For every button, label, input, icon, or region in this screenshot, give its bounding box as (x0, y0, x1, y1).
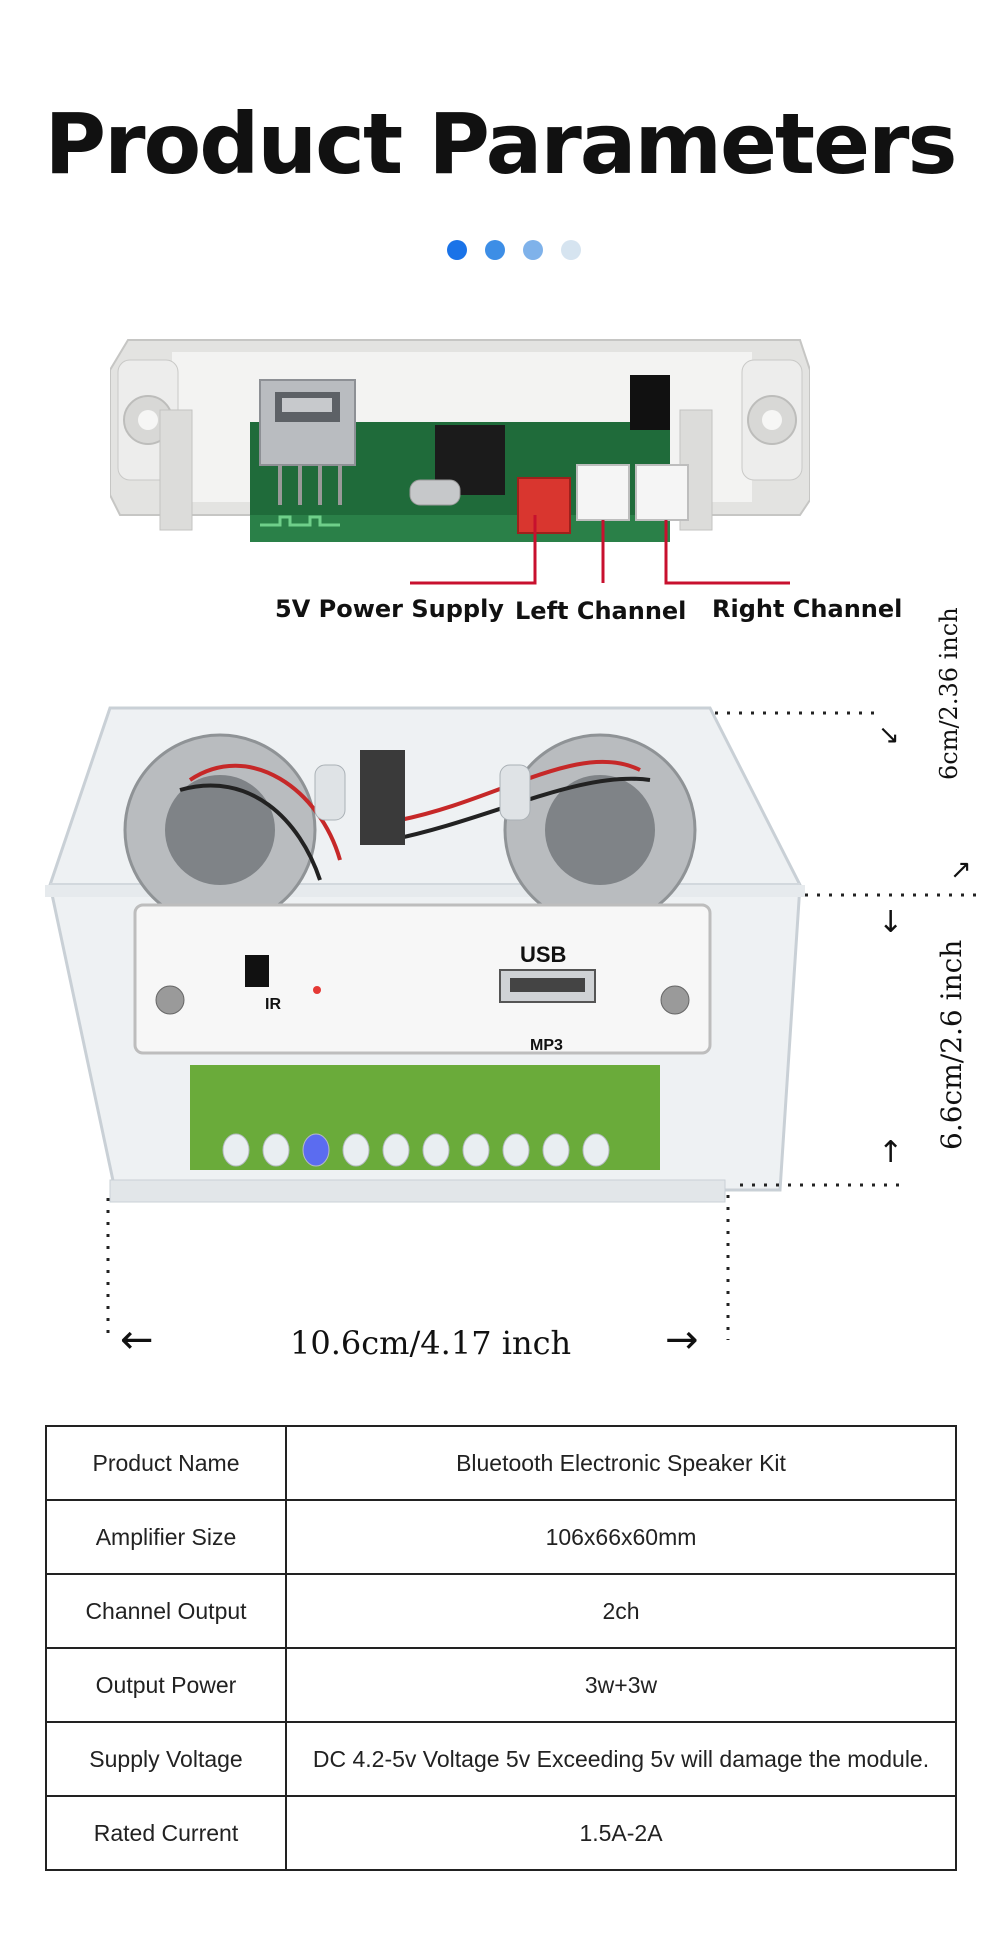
spec-value: 2ch (285, 1573, 957, 1649)
bluetooth-module-drawing (109, 339, 811, 585)
carousel-dot-4[interactable] (561, 240, 581, 260)
arrow-down-icon: ↓ (878, 905, 904, 940)
table-row: Output Power 3w+3w (45, 1647, 957, 1723)
carousel-dot-2[interactable] (485, 240, 505, 260)
arrow-up-icon: ↑ (878, 1135, 904, 1170)
spec-name: Amplifier Size (45, 1499, 287, 1575)
spec-value: Bluetooth Electronic Speaker Kit (285, 1425, 957, 1501)
arrow-left-icon: ← (120, 1317, 154, 1363)
panel-label-usb: USB (520, 942, 567, 967)
dimension-top-height: 6cm/2.36 inch (935, 607, 963, 780)
spec-value: 3w+3w (285, 1647, 957, 1723)
spec-value: DC 4.2-5v Voltage 5v Exceeding 5v will d… (285, 1721, 957, 1797)
panel-label-ir: IR (265, 996, 281, 1013)
page-title: Product Parameters (44, 95, 958, 193)
label-5v-power-supply: 5V Power Supply (275, 595, 504, 623)
spec-name: Supply Voltage (45, 1721, 287, 1797)
arrow-diagonal-down-icon: ↘ (878, 720, 900, 750)
spec-name: Channel Output (45, 1573, 287, 1649)
arrow-right-icon: → (665, 1317, 699, 1363)
spec-name: Output Power (45, 1647, 287, 1723)
table-row: Product Name Bluetooth Electronic Speake… (45, 1425, 957, 1501)
label-left-channel: Left Channel (515, 597, 687, 625)
table-row: Amplifier Size 106x66x60mm (45, 1499, 957, 1575)
dimension-front-height: 6.6cm/2.6 inch (935, 939, 968, 1150)
spec-name: Product Name (45, 1425, 287, 1501)
label-right-channel: Right Channel (712, 595, 903, 623)
specifications-table: Product Name Bluetooth Electronic Speake… (45, 1425, 957, 1871)
carousel-indicator (447, 240, 581, 260)
panel-label-mp3: MP3 (530, 1037, 563, 1054)
speaker-kit-drawing (45, 706, 980, 1360)
table-row: Channel Output 2ch (45, 1573, 957, 1649)
spec-value: 1.5A-2A (285, 1795, 957, 1871)
carousel-dot-1[interactable] (447, 240, 467, 260)
table-row: Supply Voltage DC 4.2-5v Voltage 5v Exce… (45, 1721, 957, 1797)
dimension-width: 10.6cm/4.17 inch (290, 1324, 572, 1362)
bluetooth-module-image: 5V Power Supply Left Channel Right Chann… (109, 330, 902, 660)
arrow-diagonal-up-icon: ↗ (950, 855, 972, 885)
spec-value: 106x66x60mm (285, 1499, 957, 1575)
table-row: Rated Current 1.5A-2A (45, 1795, 957, 1871)
speaker-kit-image: 6cm/2.36 inch 6.6cm/2.6 inch 10.6cm/4.17… (20, 607, 980, 1363)
spec-name: Rated Current (45, 1795, 287, 1871)
carousel-dot-3[interactable] (523, 240, 543, 260)
